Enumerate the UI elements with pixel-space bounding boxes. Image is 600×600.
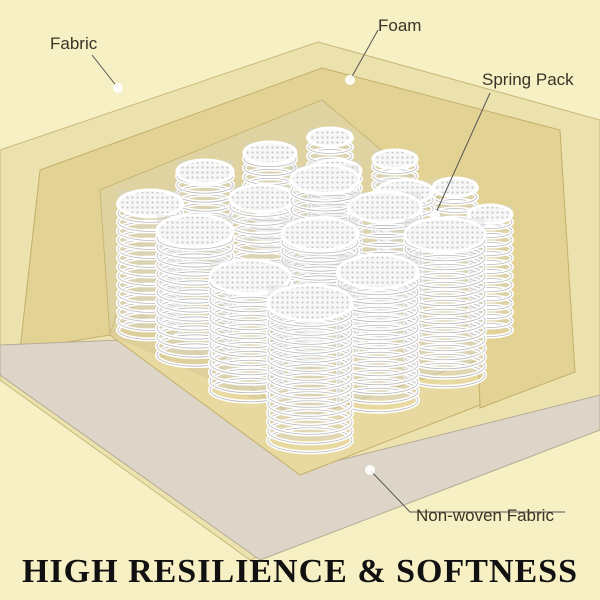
non-woven-fabric-label: Non-woven Fabric xyxy=(416,506,554,525)
coil-ring-outline xyxy=(209,341,291,367)
spring-cap xyxy=(242,140,298,166)
coil-ring-outline xyxy=(267,400,353,426)
coil-ring-outline xyxy=(337,333,419,359)
coil-ring-outline xyxy=(337,342,419,368)
spring-cap xyxy=(266,283,354,322)
coil-ring-outline xyxy=(267,328,353,354)
spring-cap xyxy=(371,148,419,170)
coil-ring-outline xyxy=(267,427,353,453)
coil-ring-outline xyxy=(209,359,291,385)
spring-cap xyxy=(208,258,292,296)
spring-cap xyxy=(336,253,420,291)
spring-cap xyxy=(347,190,423,224)
coil-ring-outline xyxy=(267,355,353,381)
coil-ring-outline xyxy=(337,378,419,404)
spring-cap xyxy=(431,176,479,198)
coil-ring-outline xyxy=(337,369,419,395)
spring-pack xyxy=(116,126,514,455)
coil-ring-outline xyxy=(209,314,291,340)
spring-pack-leader-line xyxy=(434,92,491,216)
coil-ring-outline xyxy=(209,323,291,349)
coil-ring-outline xyxy=(337,324,419,350)
coil-ring-outline xyxy=(209,350,291,376)
spring-cap xyxy=(116,188,184,219)
fabric-dot xyxy=(113,83,123,93)
spring-cap xyxy=(403,216,487,254)
spring-coil xyxy=(266,283,354,455)
spring-cap xyxy=(155,213,235,249)
coil-ring-outline xyxy=(209,368,291,394)
spring-pack-label: Spring Pack xyxy=(482,70,574,89)
coil-ring-outline xyxy=(337,387,419,413)
spring-cap xyxy=(289,163,361,196)
headline: HIGH RESILIENCE & SOFTNESS xyxy=(22,553,578,590)
spring-cap xyxy=(466,203,514,225)
coil-ring-outline xyxy=(337,306,419,332)
spring-cap xyxy=(280,216,360,252)
coil-ring-outline xyxy=(267,346,353,372)
coil-ring-outline xyxy=(209,377,291,403)
fabric-label: Fabric xyxy=(50,34,98,53)
coil-ring-outline xyxy=(337,315,419,341)
non-woven-leader-line xyxy=(369,469,565,513)
coil-ring-outline xyxy=(267,364,353,390)
coil-ring-outline xyxy=(337,360,419,386)
non-woven-dot xyxy=(365,465,375,475)
coil-ring-outline xyxy=(267,409,353,435)
coil-ring-outline xyxy=(267,418,353,444)
spring-cap xyxy=(306,126,354,148)
coil-ring-outline xyxy=(267,337,353,363)
leader-lines xyxy=(91,29,565,513)
coil-ring-outline xyxy=(267,382,353,408)
coil-ring-outline xyxy=(209,332,291,358)
foam-label: Foam xyxy=(378,16,422,35)
fabric-leader-line xyxy=(91,54,119,89)
spring-cap xyxy=(228,183,296,214)
spring-pack-dot xyxy=(430,210,440,220)
foam-leader-line xyxy=(349,29,379,81)
coil-ring-outline xyxy=(267,373,353,399)
leader-dots xyxy=(113,75,440,475)
spring-cap xyxy=(175,158,235,186)
coil-ring-outline xyxy=(267,391,353,417)
coil-ring-outline xyxy=(337,351,419,377)
foam-dot xyxy=(345,75,355,85)
